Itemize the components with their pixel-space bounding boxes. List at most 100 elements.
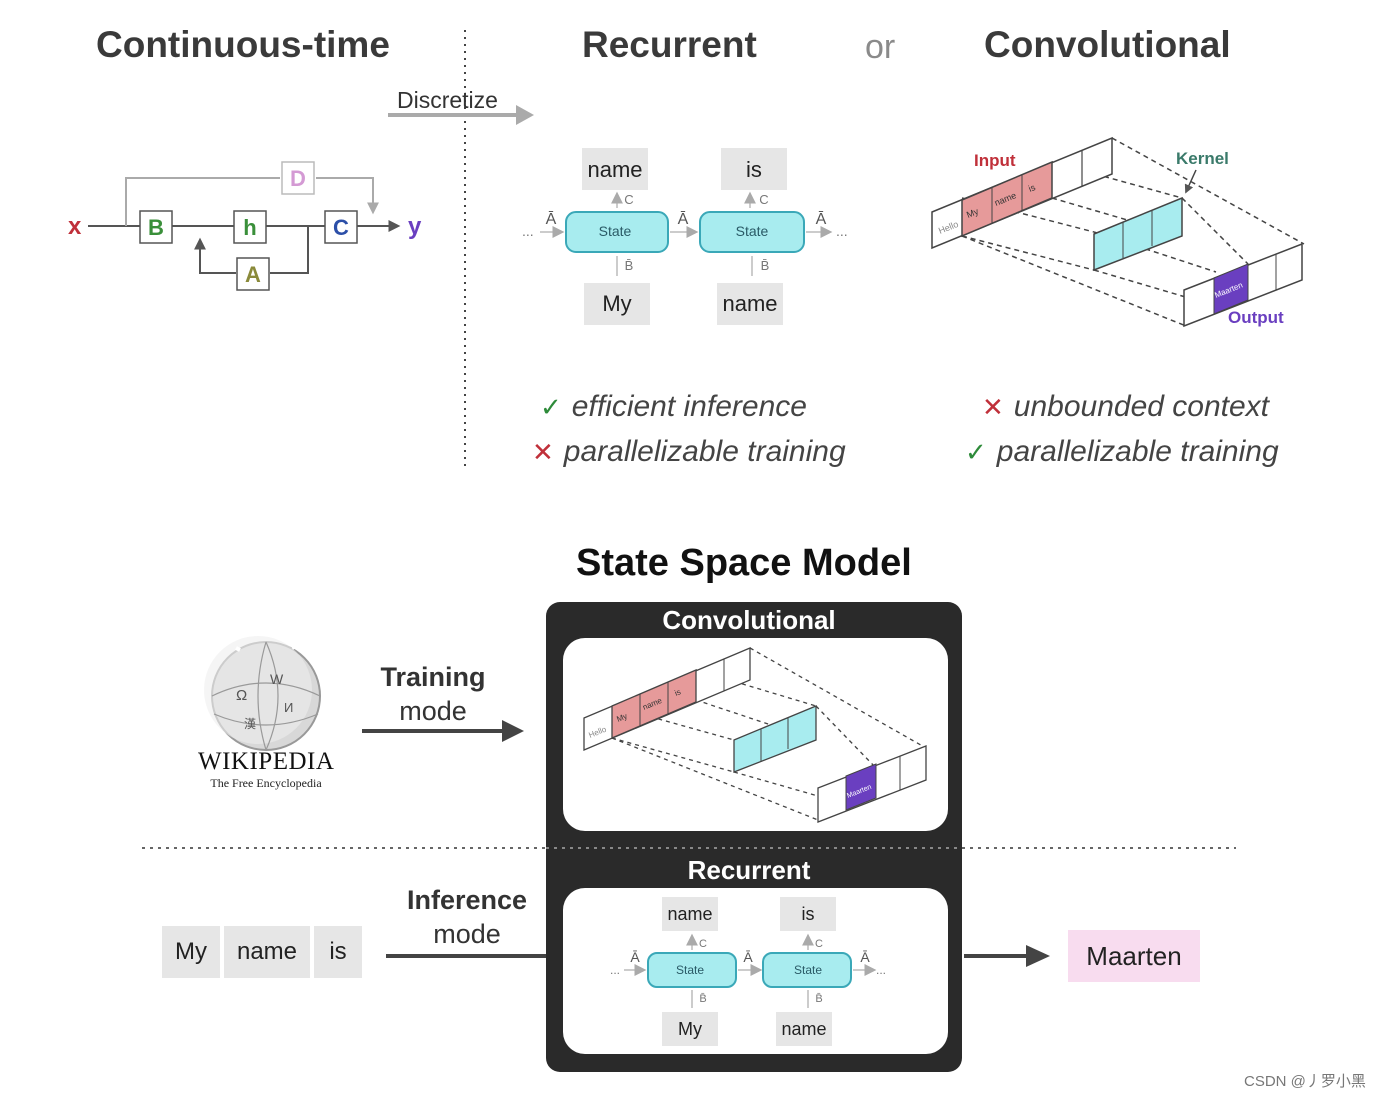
ssm-b-1: B̄ <box>699 992 706 1005</box>
kernel-strip <box>1093 196 1183 272</box>
discretize-label: Discretize <box>397 87 498 113</box>
conv-con-1-text: unbounded context <box>1013 390 1270 423</box>
b-label: B <box>148 215 164 240</box>
bottom-diagrams: Hello My name is Maarten name is My name… <box>142 636 1236 1046</box>
c-label-2: C <box>759 192 768 207</box>
input-highlight <box>961 160 1053 238</box>
output-arrow <box>964 945 1050 967</box>
conv-pro-1-text: parallelizable training <box>996 435 1279 468</box>
ellipsis-left: ... <box>522 223 534 239</box>
globe-glyph-3: И <box>284 700 293 715</box>
ssm-rec-in-1: My <box>678 1019 702 1039</box>
a-bar-1: Ā <box>546 210 557 228</box>
cross-icon: ✕ <box>982 391 1004 422</box>
ssm-c-1: C <box>699 938 707 950</box>
watermark: CSDN @丿罗小黑 <box>1244 1073 1366 1090</box>
a-bar-2: Ā <box>678 210 689 228</box>
ssm-a-3: Ā <box>860 949 870 965</box>
output-highlight <box>1213 263 1249 315</box>
state-1 <box>565 211 669 253</box>
input-token-1-bg <box>584 283 650 325</box>
ssm-ellipsis-r: ... <box>876 963 886 977</box>
inference-input-token: is <box>314 926 362 978</box>
globe-glyph-1: Ω <box>236 687 247 704</box>
x-label: x <box>68 213 82 240</box>
ssm-tok-is: is <box>673 687 682 698</box>
continuous-time-title: Continuous-time <box>96 24 390 65</box>
training-arrow <box>362 720 524 742</box>
training-mode-word: mode <box>399 696 467 726</box>
c-label: C <box>333 215 349 240</box>
ssm-a-1: Ā <box>630 949 640 965</box>
conv-con-1: ✕ unbounded context <box>982 390 1269 424</box>
a-label: A <box>245 262 261 287</box>
a-block <box>236 257 270 291</box>
inference-mode-word: mode <box>433 919 501 949</box>
conv-input-label: Input <box>974 151 1016 170</box>
check-icon: ✓ <box>965 436 987 467</box>
discretize-arrow <box>388 105 534 125</box>
inference-bold: Inference <box>406 885 528 915</box>
convolutional-title: Convolutional <box>984 24 1231 65</box>
conv-output-label: Output <box>1228 308 1284 327</box>
output-token-maarten: Maarten <box>1068 930 1200 982</box>
ssm-rec-out-1: name <box>667 904 712 924</box>
rec-header: Recurrent <box>687 855 811 885</box>
b-block <box>139 210 173 244</box>
input-tok-is: is <box>1027 182 1037 194</box>
output-token-2: is <box>746 157 762 182</box>
conv-diagram: Hello My name is Maarten Input Kernel Ou… <box>931 136 1305 328</box>
conv-kernel-label: Kernel <box>1176 149 1229 168</box>
top-diagrams: Discretize x y B h C A D name is <box>68 30 1305 470</box>
globe-glyph-4: 漢 <box>244 717 256 731</box>
ssm-state-2: State <box>794 963 822 977</box>
ssm-b-2: B̄ <box>815 992 822 1005</box>
input-token-2-bg <box>717 283 783 325</box>
ssm-tok-my: My <box>615 712 628 724</box>
continuous-time-diagram: x y B h C A D <box>68 161 422 291</box>
c-block <box>324 210 358 244</box>
wikipedia-tagline: The Free Encyclopedia <box>210 776 322 790</box>
inference-input-token: name <box>224 926 310 978</box>
output-token-1-bg <box>582 148 648 190</box>
recurrent-con-1-text: parallelizable training <box>563 435 846 468</box>
a-bar-3: Ā <box>816 210 827 228</box>
y-label: y <box>408 213 422 240</box>
state-2 <box>699 211 805 253</box>
input-tok-my: My <box>965 206 980 220</box>
ellipsis-right: ... <box>836 223 848 239</box>
conv-header: Convolutional <box>662 605 836 635</box>
inference-mode-label: Inference mode <box>396 883 538 951</box>
d-block <box>281 161 315 195</box>
output-token-2-bg <box>721 148 787 190</box>
ssm-rec-out-2: is <box>802 904 815 924</box>
b-bar-2: B̄ <box>761 258 770 273</box>
ssm-a-2: Ā <box>743 949 753 965</box>
b-bar-1: B̄ <box>625 258 634 273</box>
c-label-1: C <box>624 192 633 207</box>
ssm-conv-diagram: Hello My name is Maarten <box>583 647 927 823</box>
check-icon: ✓ <box>540 391 562 422</box>
recurrent-title: Recurrent <box>582 24 757 65</box>
recurrent-pro-1-text: efficient inference <box>571 390 807 423</box>
ssm-title: State Space Model <box>576 542 912 584</box>
output-token-1: name <box>587 157 642 182</box>
cross-icon: ✕ <box>532 436 554 467</box>
h-block <box>233 210 267 244</box>
training-mode-label: Training mode <box>366 660 500 728</box>
or-label: or <box>865 28 896 66</box>
ssm-ellipsis-l: ... <box>610 963 620 977</box>
recurrent-pro-1: ✓ efficient inference <box>540 390 807 424</box>
ssm-c-2: C <box>815 938 823 950</box>
ssm-rec-diagram: name is My name State State Ā Ā Ā ...… <box>610 897 886 1046</box>
training-bold: Training <box>380 662 486 692</box>
d-label: D <box>290 166 306 191</box>
globe-glyph-2: W <box>270 671 284 687</box>
ssm-rec-in-2: name <box>781 1019 826 1039</box>
conv-pro-1: ✓ parallelizable training <box>965 435 1279 469</box>
inference-input-token: My <box>162 926 220 978</box>
wikipedia-globe-icon: Ω W И 漢 <box>204 636 321 751</box>
state-2-label: State <box>736 223 769 239</box>
wikipedia-wordmark: WIKIPEDIA <box>198 748 335 775</box>
ssm-state-1: State <box>676 963 704 977</box>
